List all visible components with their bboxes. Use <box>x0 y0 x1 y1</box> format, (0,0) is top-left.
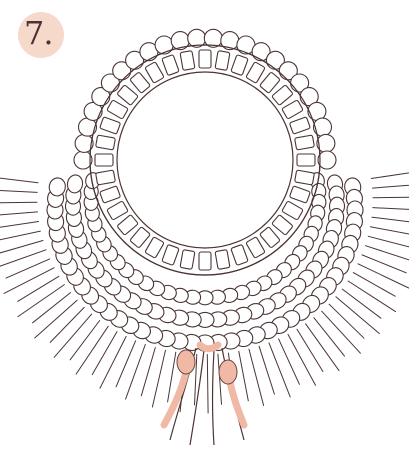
ring-link <box>282 100 304 119</box>
ring-link <box>145 237 164 259</box>
fringe-cord <box>92 332 117 375</box>
fringe-cord <box>259 346 274 394</box>
ring-scallop <box>318 151 336 169</box>
fringe-cord <box>297 329 323 371</box>
fringe-cord <box>336 297 379 334</box>
fringe-cord <box>35 300 77 338</box>
ring-link <box>297 154 315 166</box>
ring-link <box>162 244 179 265</box>
ring-link <box>117 85 139 106</box>
fringe-cord <box>70 321 100 360</box>
fringe-cord <box>373 197 409 198</box>
ring-link <box>289 186 310 203</box>
fringe-cord <box>76 326 108 374</box>
ring-link <box>130 72 151 94</box>
ring-link <box>231 55 248 76</box>
ring-link <box>215 250 230 270</box>
inner-collar-ring <box>74 29 336 275</box>
fringe-cord <box>0 177 38 183</box>
ring-link <box>130 227 151 249</box>
accent-knot <box>177 350 195 374</box>
fringe-cord <box>141 348 155 396</box>
fringe-cord <box>168 352 176 402</box>
ring-link <box>260 72 281 94</box>
fringe-cord <box>0 222 39 229</box>
fringe-cord <box>18 276 59 301</box>
ring-link <box>289 117 310 134</box>
closure-cord <box>213 350 215 445</box>
fringe-cord <box>314 318 345 356</box>
fringe-cord <box>358 264 409 288</box>
accent-knot <box>219 360 237 384</box>
fringe-cord <box>306 324 339 371</box>
ring-link <box>96 135 116 150</box>
fringe-cord <box>373 184 409 188</box>
ring-link <box>199 252 211 270</box>
fringe-cord <box>353 273 395 297</box>
ring-link <box>215 51 230 71</box>
fringe-cord <box>33 293 71 323</box>
ring-link <box>96 170 116 185</box>
fringe-cord <box>372 217 409 223</box>
ring-link <box>295 170 315 185</box>
fringe-cord <box>362 255 406 273</box>
ring-link <box>107 201 129 220</box>
fringe-cord <box>0 202 37 203</box>
fringe-cord <box>370 227 409 237</box>
fringe-cord <box>0 231 40 243</box>
fringe-cord <box>322 311 361 353</box>
fringe-cord <box>249 349 264 405</box>
fringe-cord <box>152 350 165 407</box>
fringe-cord <box>373 208 409 211</box>
fringe-cord <box>368 236 409 248</box>
fringe-cord <box>371 172 409 179</box>
ring-scallop <box>155 36 173 54</box>
ring-link <box>246 237 265 259</box>
ring-scallop <box>314 118 332 136</box>
fringe-cord <box>54 314 91 357</box>
fringe-cord <box>342 289 381 318</box>
ring-link <box>180 51 195 71</box>
ring-link <box>260 227 281 249</box>
fringe-cord <box>0 190 37 193</box>
fringe-cord <box>329 304 364 338</box>
fringe-cord <box>288 334 316 385</box>
ring-link <box>272 85 294 106</box>
fringe-cord <box>4 268 54 294</box>
fringe-cord <box>239 351 249 400</box>
fringe-cord <box>50 307 84 342</box>
fringe-cord <box>100 337 126 389</box>
ring-link <box>272 215 294 236</box>
fringe-cord <box>18 285 65 317</box>
accent-cord <box>164 372 186 425</box>
fringe-cord <box>366 246 409 263</box>
fringe-cord <box>0 212 38 216</box>
ring-link <box>100 117 121 134</box>
fringe-cord <box>207 355 208 414</box>
ring-link <box>282 201 304 220</box>
ring-inner-edge <box>117 72 293 248</box>
ring-link <box>107 100 129 119</box>
ring-link <box>295 135 315 150</box>
ring-link <box>231 244 248 265</box>
ring-link <box>199 50 211 68</box>
accent-cord <box>200 345 218 349</box>
ring-link <box>95 154 113 166</box>
necklace-closure <box>164 345 244 445</box>
ring-scallop <box>74 151 92 169</box>
ring-link <box>100 186 121 203</box>
fringe-cord <box>0 250 46 269</box>
ring-link <box>162 55 179 76</box>
fringe-cord <box>279 339 300 384</box>
ring-link <box>117 215 139 236</box>
ring-link <box>180 250 195 270</box>
fringe-cord <box>348 281 395 312</box>
ring-link <box>246 62 265 84</box>
fringe-cord <box>0 241 43 254</box>
ring-link <box>145 62 164 84</box>
